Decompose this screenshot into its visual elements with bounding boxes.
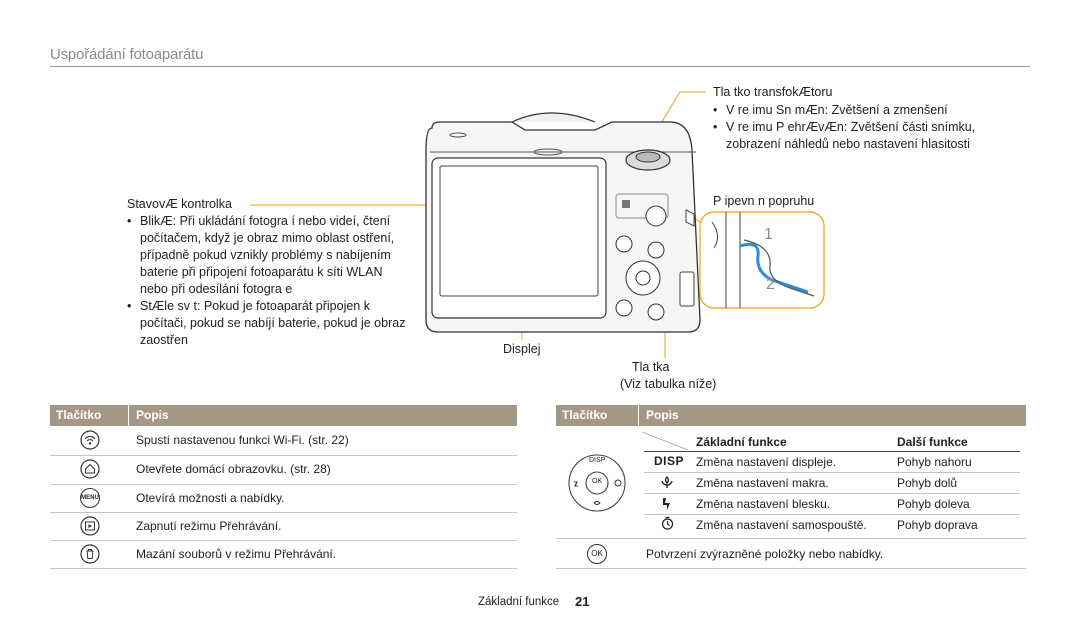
- camera-illustration: [250, 91, 825, 358]
- home-icon: [80, 459, 100, 479]
- lamp-callout-line: případně pokud vznikly problémy s nabíje…: [140, 248, 391, 262]
- left-header-desc: Popis: [136, 408, 169, 422]
- lamp-callout-item: StÆle sv t: Pokud je fotoaparát připojen…: [127, 298, 370, 315]
- right-header-button: Tlačítko: [562, 408, 608, 422]
- zoom-callout-item: V re imu Sn mÆn: Zvětšení a zmenšení: [713, 102, 948, 119]
- menu-icon: MENU: [80, 488, 100, 508]
- dial-disp-label: DISP: [589, 457, 606, 464]
- right-row-basic: Změna nastavení displeje.: [696, 455, 837, 469]
- row-divider: [50, 540, 517, 541]
- buttons-callout-title: Tla tka: [632, 360, 670, 374]
- page-title: Uspořádání fotoaparátu: [50, 46, 204, 63]
- left-row-desc: Zapnutí režimu Přehrávání.: [136, 519, 282, 533]
- lamp-callout-line: zaostřen: [140, 333, 188, 347]
- right-header-divider: [638, 405, 639, 426]
- page-number: 21: [575, 594, 590, 609]
- right-row-basic: Změna nastavení samospouště.: [696, 518, 867, 532]
- header-rule: [50, 66, 1030, 67]
- strap-step-2: 2: [766, 276, 775, 293]
- right-row-extra: Pohyb dolů: [897, 476, 958, 490]
- row-divider: [50, 484, 517, 485]
- row-divider: [50, 568, 517, 569]
- left-header-button: Tlačítko: [56, 408, 102, 422]
- zoom-callout-item: V re imu P ehrÆvÆn: Zvětšení části snímk…: [713, 119, 975, 136]
- wifi-icon: [80, 430, 100, 450]
- row-divider: [644, 472, 1020, 473]
- corner-diagonal: [642, 431, 688, 450]
- row-divider: [556, 568, 1026, 569]
- left-header-divider: [128, 405, 129, 426]
- buttons-callout-note: (Viz tabulka níže): [620, 377, 717, 391]
- right-header-desc: Popis: [646, 408, 679, 422]
- right-row-extra: Pohyb nahoru: [897, 455, 972, 469]
- row-divider: [556, 538, 1026, 539]
- right-row-basic: Změna nastavení makra.: [696, 476, 829, 490]
- disp-icon: DISP: [654, 454, 685, 468]
- strap-inset: [699, 211, 825, 309]
- row-divider: [50, 455, 517, 456]
- lamp-callout-line: baterie při připojení fotoaparátu k síti…: [140, 265, 383, 279]
- row-divider: [644, 514, 1020, 515]
- ok-icon: OK: [587, 544, 607, 564]
- left-row-desc: Mazání souborů v režimu Přehrávání.: [136, 547, 337, 561]
- strap-step-1: 1: [764, 226, 773, 243]
- nav-dial-icon: [568, 454, 626, 512]
- right-table-header: Tlačítko Popis: [556, 405, 1026, 426]
- camera-body: [425, 112, 701, 333]
- zoom-callout-item-cont: zobrazení náhledů nebo nastavení hlasito…: [726, 137, 970, 151]
- row-divider: [644, 493, 1020, 494]
- dial-ok-label: OK: [592, 478, 603, 485]
- strap-callout-title: P ipevn n popruhu: [713, 194, 815, 208]
- delete-icon: [80, 544, 100, 564]
- display-callout-title: Displej: [503, 342, 541, 356]
- lamp-callout-line: počítačem, když je obraz mimo oblast ost…: [140, 231, 395, 245]
- timer-icon: [661, 516, 674, 530]
- left-table-header: Tlačítko Popis: [50, 405, 517, 426]
- ok-row-desc: Potvrzení zvýrazněné položky nebo nabídk…: [646, 547, 884, 561]
- sub-header-extra: Další funkce: [897, 435, 968, 449]
- right-row-basic: Změna nastavení blesku.: [696, 497, 831, 511]
- right-row-extra: Pohyb doprava: [897, 518, 978, 532]
- flash-icon: [663, 498, 670, 510]
- lamp-callout-item: BlikÆ: Při ukládání fotogra í nebo videí…: [127, 213, 390, 230]
- macro-icon: [661, 476, 673, 488]
- footer-label: Základní funkce: [478, 596, 560, 608]
- lamp-callout-title: StavovÆ kontrolka: [127, 197, 232, 211]
- left-row-desc: Otevřete domácí obrazovku. (str. 28): [136, 462, 331, 476]
- sub-header-rule: [644, 451, 1020, 452]
- right-row-extra: Pohyb doleva: [897, 497, 970, 511]
- playback-icon: [80, 516, 100, 536]
- sub-header-basic: Základní funkce: [696, 435, 787, 449]
- zoom-callout-title: Tla tko transfokÆtoru: [713, 85, 833, 99]
- row-divider: [50, 512, 517, 513]
- lamp-callout-line: nebo při odesílání fotogra e: [140, 282, 293, 296]
- left-row-desc: Otevírá možnosti a nabídky.: [136, 491, 285, 505]
- left-row-desc: Spustí nastavenou funkci Wi-Fi. (str. 22…: [136, 433, 349, 447]
- lamp-callout-line: počítači, pokud se nabíjí baterie, pokud…: [140, 316, 406, 330]
